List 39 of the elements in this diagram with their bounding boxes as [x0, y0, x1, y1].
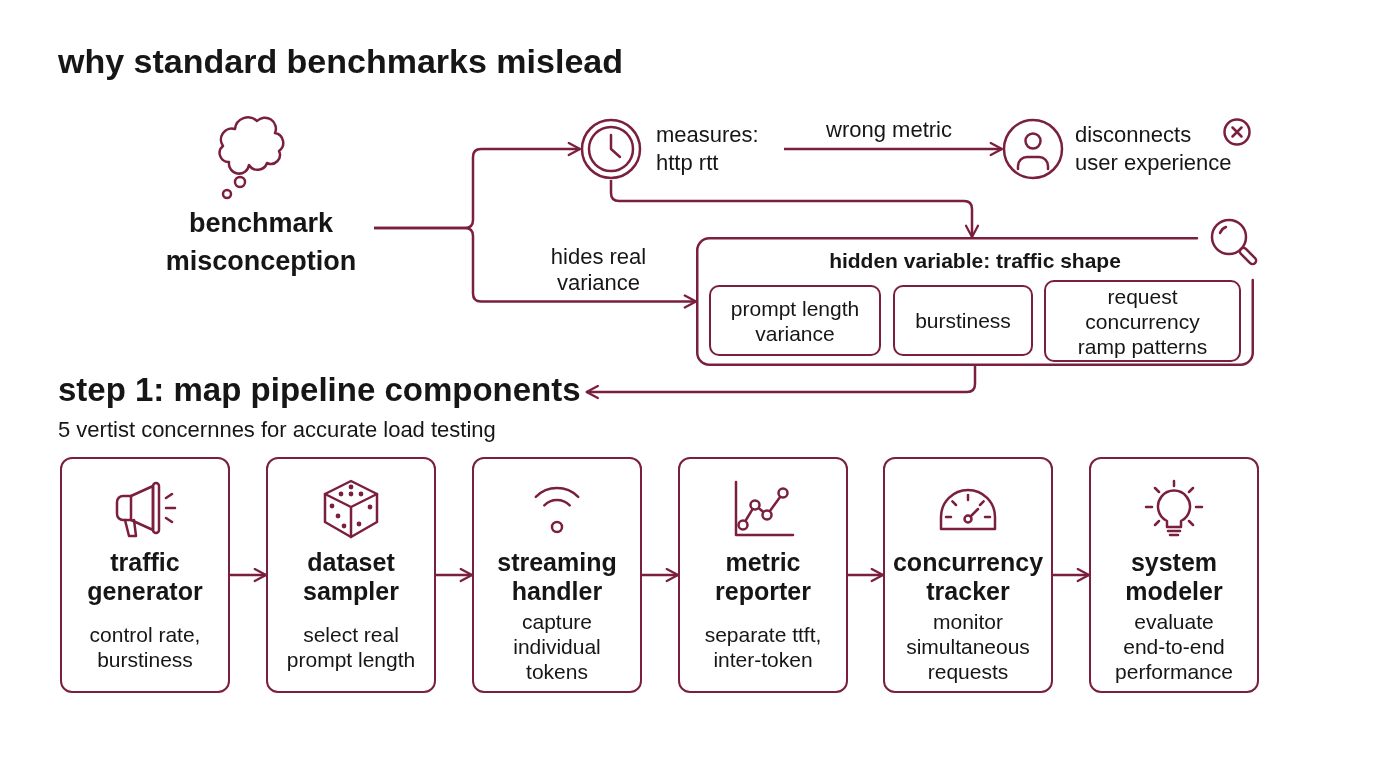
arrow — [436, 567, 474, 583]
component-card — [60, 457, 230, 693]
card-title: streaming handler — [496, 548, 618, 606]
component-card — [883, 457, 1053, 693]
arrow — [1053, 567, 1091, 583]
subtitle: 5 vertist concernnes for accurate load testing — [58, 416, 496, 444]
card-description: monitor simultaneous requests — [905, 609, 1031, 684]
page-title: why standard benchmarks mislead — [58, 41, 623, 82]
component-card — [266, 457, 436, 693]
variable-box: request concurrency ramp patterns — [1044, 280, 1241, 362]
card-title: concurrency tracker — [891, 548, 1045, 606]
component-card — [1089, 457, 1259, 693]
card-title: system modeler — [1124, 548, 1224, 606]
arrow — [848, 567, 885, 583]
variable-box: prompt length variance — [709, 285, 881, 356]
card-description: capture individual tokens — [512, 609, 602, 684]
card-title: metric reporter — [714, 548, 812, 606]
card-title: dataset sampler — [302, 548, 400, 606]
edge-label: hides real variance — [549, 243, 648, 296]
variable-box: burstiness — [893, 285, 1033, 356]
card-description: control rate, burstiness — [88, 621, 202, 672]
arrow — [585, 366, 977, 400]
arrow — [784, 141, 1004, 157]
arrow — [642, 567, 680, 583]
section-heading: step 1: map pipeline components — [58, 368, 587, 412]
card-title: traffic generator — [86, 548, 204, 606]
arrow — [230, 567, 268, 583]
group-heading: hidden variable: traffic shape — [829, 248, 1121, 274]
card-description: separate ttft, inter-token — [703, 621, 823, 672]
card-description: select real prompt length — [285, 621, 417, 672]
component-card — [472, 457, 642, 693]
edge-label: wrong metric — [825, 117, 953, 143]
arrow — [374, 226, 698, 309]
card-description: evaluate end-to-end performance — [1114, 609, 1234, 684]
component-card — [678, 457, 848, 693]
group-panel — [696, 237, 1254, 366]
node-label: measures: http rtt — [656, 121, 760, 177]
concept-label: benchmark misconception — [164, 207, 358, 278]
node-label: disconnects user experience — [1075, 121, 1233, 177]
